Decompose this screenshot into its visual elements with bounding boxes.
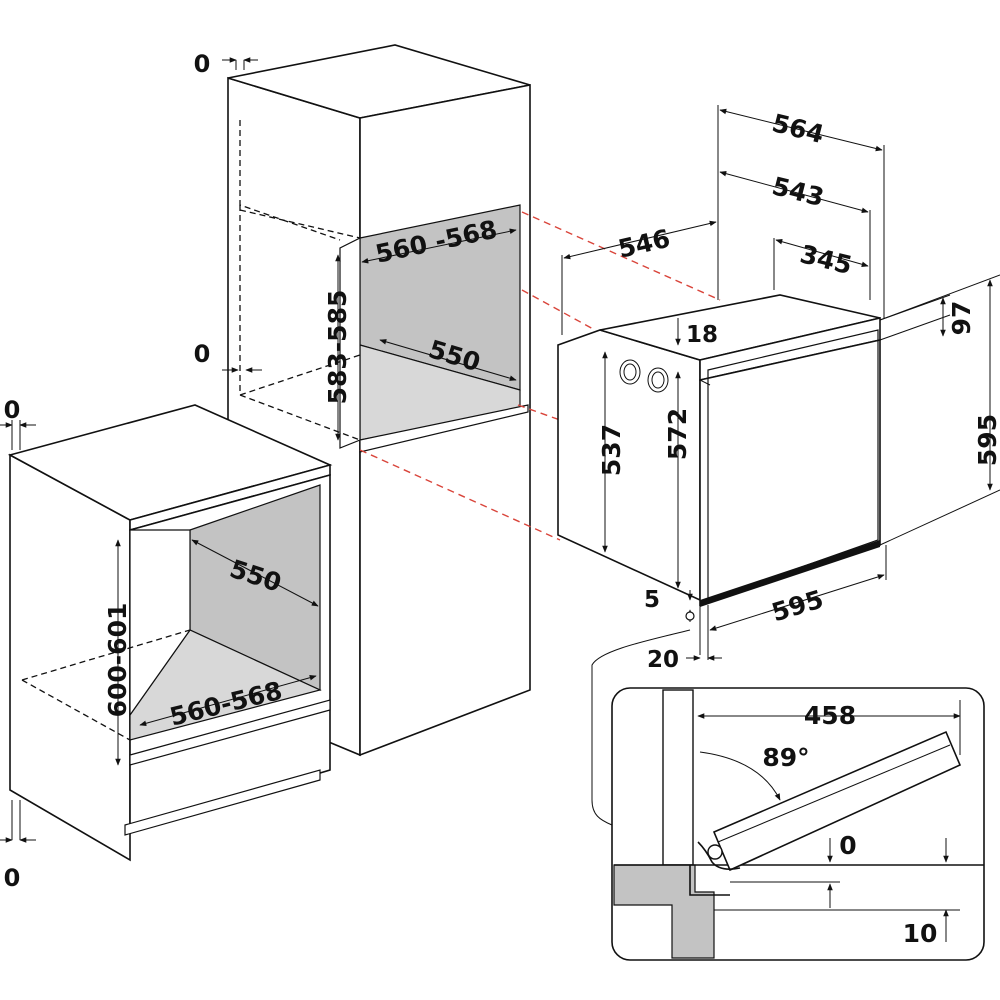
detail-callout-line	[591, 629, 691, 826]
oven-depth-body-label: 543	[769, 171, 827, 212]
uc-bottom-gap-label: 0	[4, 864, 21, 892]
detail-gap-bottom-label: 10	[903, 919, 938, 948]
tall-niche-depth-line	[379, 339, 517, 381]
tall-niche-height-label: 583-585	[323, 290, 352, 405]
oven-bottom-gap-label: 5	[644, 587, 660, 613]
uc-niche-depth-line	[191, 539, 319, 607]
tall-niche-width-line	[361, 228, 517, 264]
uc-top-gap-label: 0	[4, 396, 21, 424]
uc-niche-height-label: 600-601	[103, 603, 132, 718]
oven-unit	[557, 105, 1000, 826]
oven-depth-top-label: 345	[797, 239, 855, 280]
tall-bottom-gap-label: 0	[194, 340, 211, 368]
oven-panel-height-label: 97	[947, 301, 976, 336]
door-detail-inset	[611, 687, 985, 961]
oven-depth-side-line	[563, 220, 717, 260]
uc-niche-width-line	[139, 674, 317, 727]
oven-depth-total-line	[719, 108, 883, 152]
oven-depth-side-label: 546	[615, 224, 672, 264]
oven-total-height-label: 595	[973, 414, 1000, 466]
oven-width-label: 595	[768, 584, 826, 627]
oven-width-line	[709, 574, 885, 631]
oven-body-height-label: 537	[597, 424, 626, 476]
oven-front	[699, 339, 881, 607]
under-counter-cabinet	[0, 404, 333, 862]
detail-door-angle-label: 89°	[762, 743, 809, 772]
oven-depth-total-label: 564	[769, 108, 827, 149]
oven-front-height-label: 572	[663, 408, 692, 460]
oven-front-offset-label: 20	[647, 647, 679, 673]
oven-depth-body-line	[719, 170, 869, 214]
detail-door-length-label: 458	[804, 701, 856, 730]
oven-panel-offset-label: 18	[686, 322, 718, 348]
detail-gap-top-label: 0	[839, 831, 856, 860]
tall-top-gap-label: 0	[194, 50, 211, 78]
oven-depth-top-line	[775, 239, 869, 267]
